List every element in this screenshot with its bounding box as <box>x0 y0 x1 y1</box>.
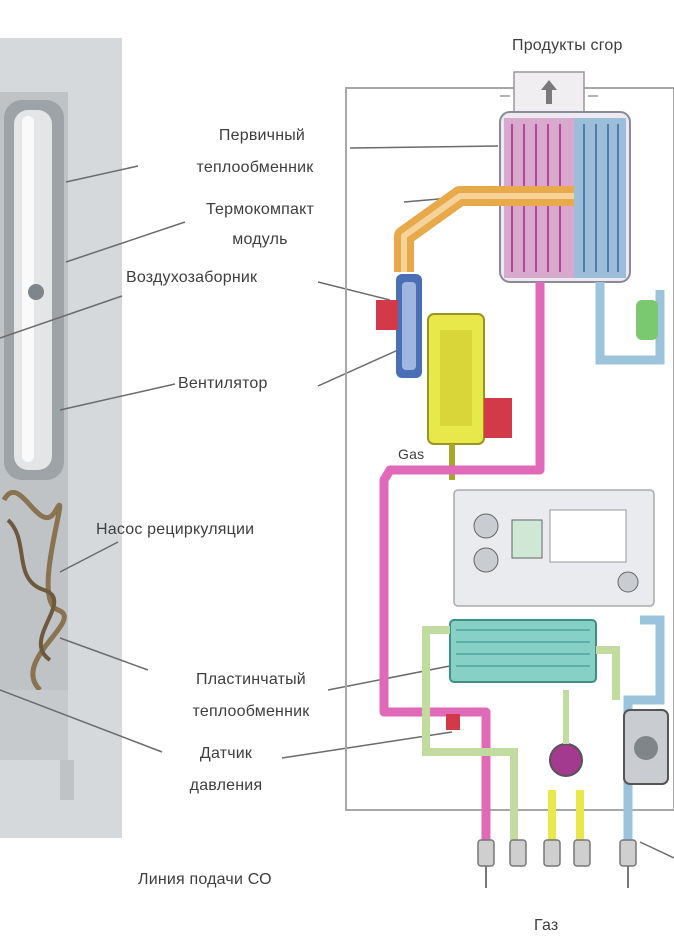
leader-right-bottom <box>639 841 674 859</box>
primary-heat-exchanger <box>499 111 631 283</box>
label-fan: Вентилятор <box>178 375 268 392</box>
dhw-pipe-left <box>422 626 518 840</box>
label-air-intake: Воздухозаборник <box>126 269 258 286</box>
gas-valve <box>427 313 512 480</box>
label-gas: Газ <box>534 917 559 934</box>
leader-primary-hx-photo <box>65 165 139 183</box>
control-box <box>453 489 655 607</box>
leader-lines <box>0 145 674 859</box>
label-co-supply-line: Линия подачи СО <box>138 871 272 888</box>
return-pipe-top <box>595 282 665 365</box>
leader-pressure-photo <box>0 689 163 753</box>
leader-plate-hx-photo <box>59 637 149 671</box>
bottom-connections <box>477 839 637 867</box>
diverter-valve <box>623 709 669 785</box>
pressure-sensor <box>446 714 460 730</box>
heating-supply-pipe <box>379 282 545 840</box>
leader-air-intake-diagram <box>317 281 391 301</box>
label-pressure-sensor-line1: Датчик <box>199 745 253 762</box>
plate-heat-exchanger <box>449 619 597 683</box>
label-plate-hx-line2: теплообменник <box>192 703 310 720</box>
label-thermocompact-line2: модуль <box>232 231 288 248</box>
label-gas-valve: Gas <box>398 446 425 462</box>
flue-outlet <box>500 71 598 115</box>
label-recirculation-pump: Насос рециркуляции <box>96 521 255 538</box>
leader-fan-diagram <box>317 349 399 387</box>
label-products-of-combustion: Продукты сгор <box>512 37 623 54</box>
leader-primary-hx-diagram <box>349 145 499 149</box>
label-plate-hx-line1: Пластинчатый <box>196 671 306 688</box>
air-intake-valve <box>376 300 398 330</box>
label-thermocompact-line1: Термокомпакт <box>205 201 315 218</box>
label-primary-hx-line1: Первичный <box>218 127 306 144</box>
recirculation-pump <box>549 743 583 777</box>
leader-fan-photo <box>59 383 176 411</box>
leader-plate-hx-diagram <box>327 661 471 691</box>
boiler-photo <box>0 38 122 838</box>
leader-thermocompact-photo <box>65 221 186 263</box>
gas-inlet-pipe <box>548 790 584 840</box>
fan <box>376 274 422 378</box>
leader-air-intake-photo <box>0 295 123 339</box>
leader-pump-photo <box>59 541 119 573</box>
air-vent <box>636 300 658 340</box>
label-pressure-sensor-line2: давления <box>189 777 263 794</box>
label-primary-hx-line2: теплообменник <box>196 159 314 176</box>
